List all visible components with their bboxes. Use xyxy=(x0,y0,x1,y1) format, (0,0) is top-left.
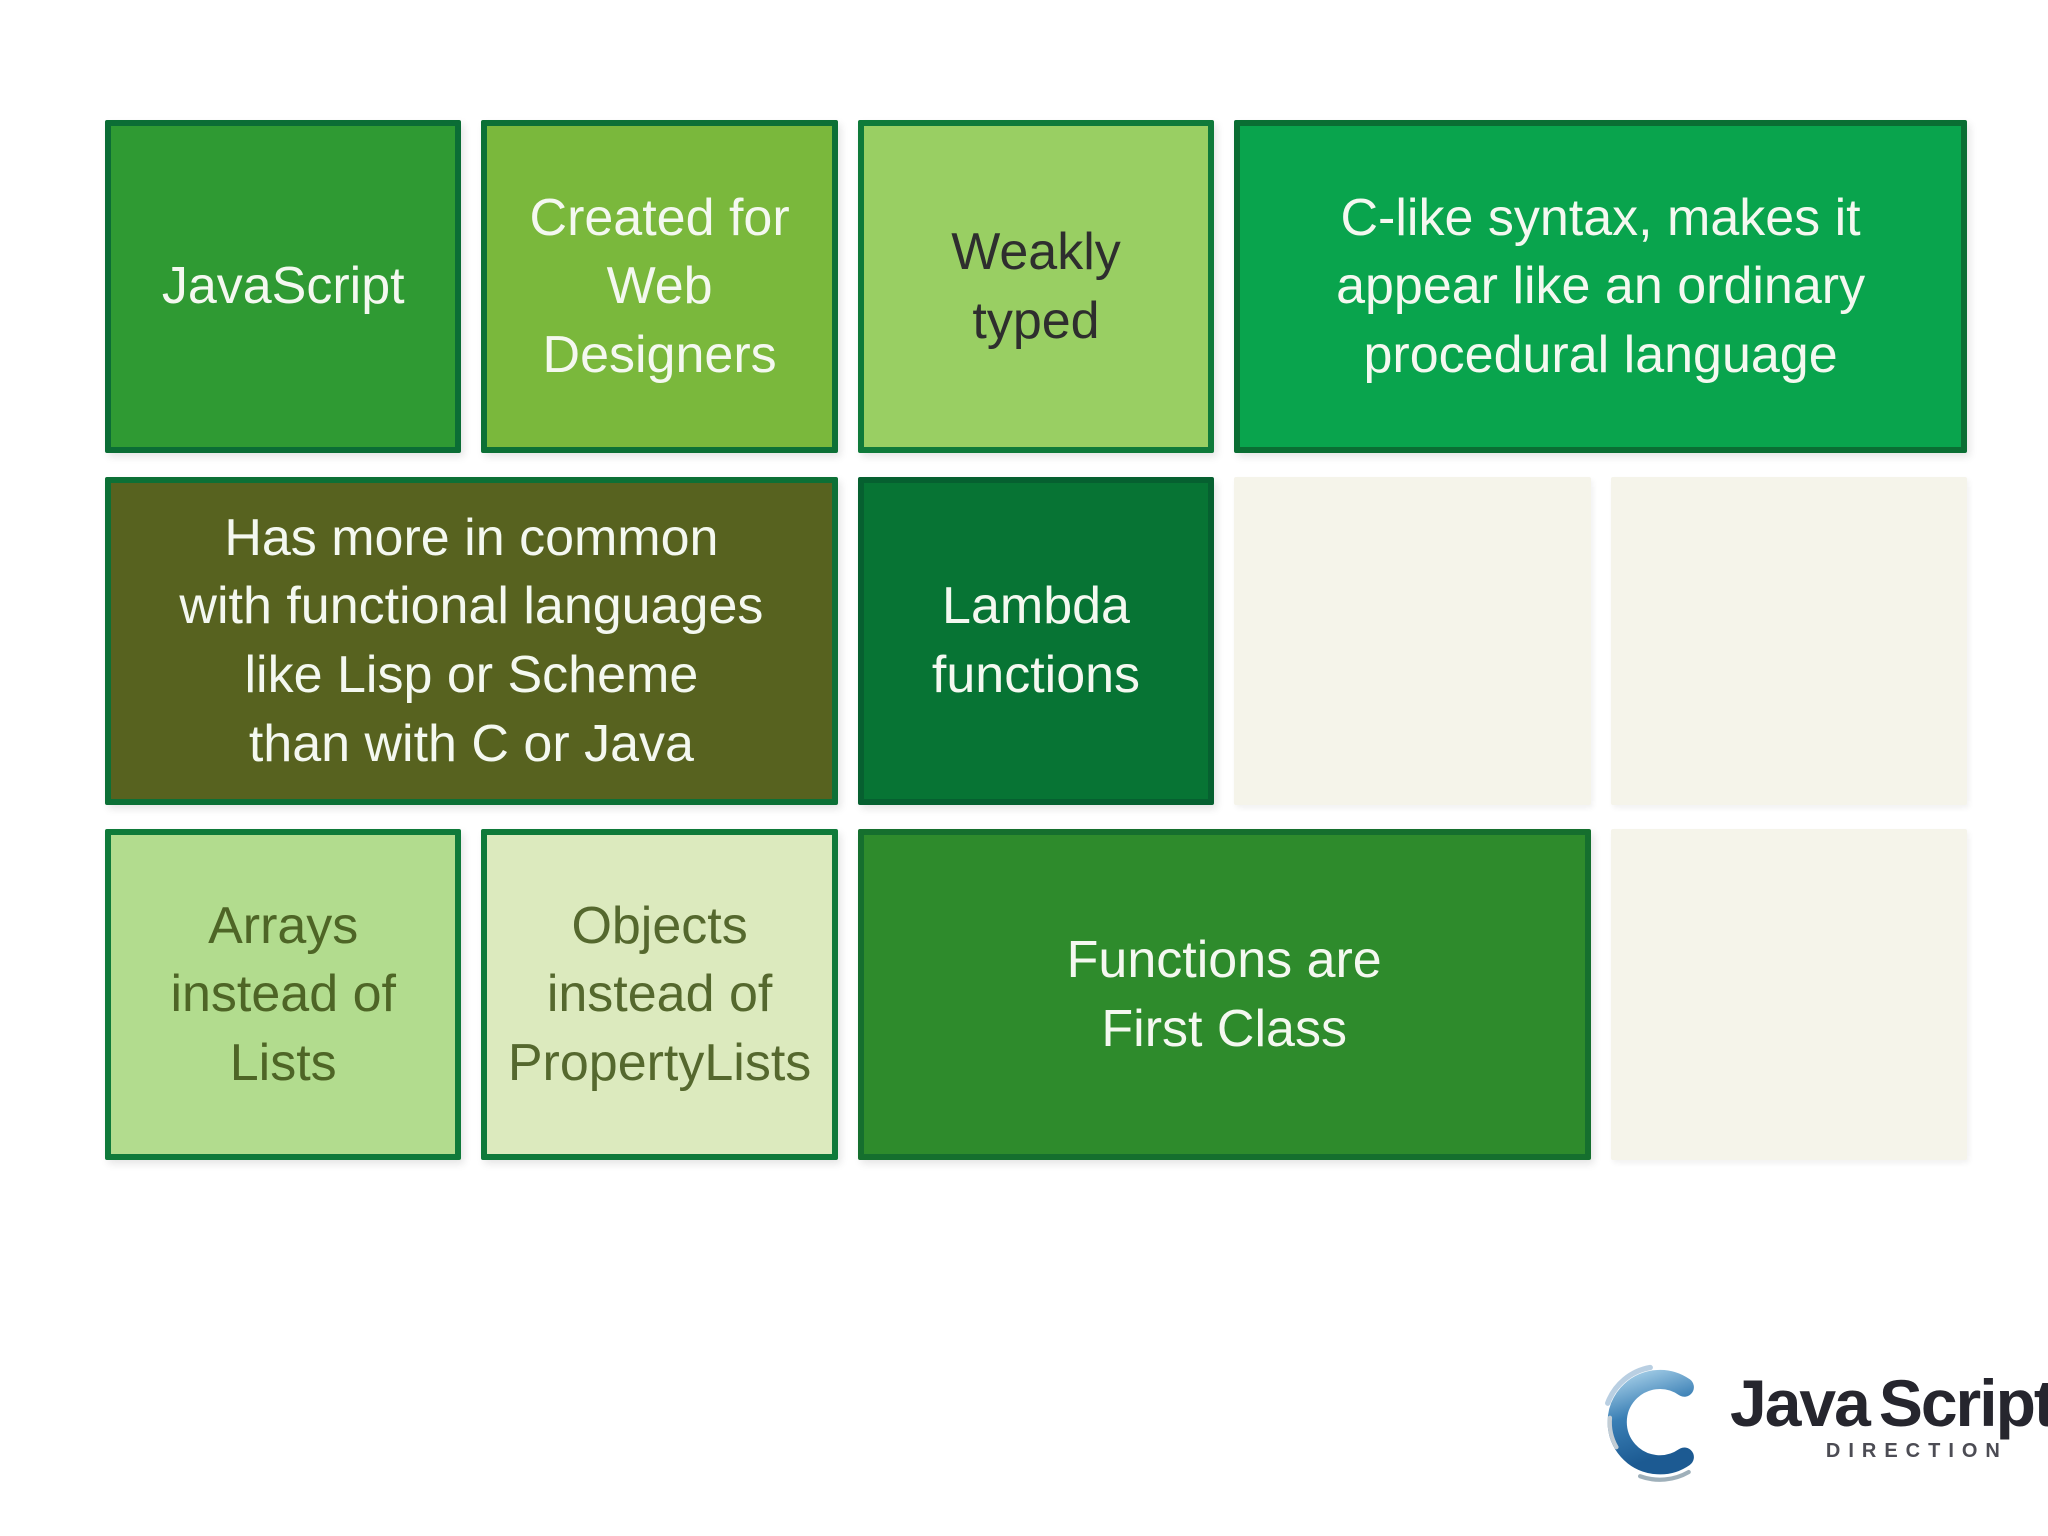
tile-functional-languages: Has more in common with functional langu… xyxy=(105,477,838,805)
tile-empty-2 xyxy=(1610,477,1967,805)
logo-swoosh-icon xyxy=(1605,1364,1694,1482)
logo-word-java: Java xyxy=(1730,1366,1871,1440)
logo-subtitle: DIRECTION xyxy=(1825,1440,2008,1462)
tile-functions-first-class-label: Functions are First Class xyxy=(1066,930,1382,1058)
logo-word-script: Script xyxy=(1878,1366,2048,1440)
tile-created-for-web-designers-label: Created for Web Designers xyxy=(529,188,790,384)
tile-grid: JavaScript Created for Web Designers Wea… xyxy=(105,120,1967,1160)
tile-arrays-instead-of-lists-label: Arrays instead of Lists xyxy=(170,896,396,1092)
tile-weakly-typed: Weakly typed xyxy=(857,120,1215,453)
tile-objects-instead-of-propertylists-label: Objects instead of PropertyLists xyxy=(507,896,812,1092)
tile-lambda-functions-label: Lambda functions xyxy=(931,577,1141,704)
tile-javascript-label: JavaScript xyxy=(161,257,405,316)
tile-empty-1 xyxy=(1234,477,1591,805)
tile-c-like-syntax-label: C-like syntax, makes it appear like an o… xyxy=(1336,188,1866,384)
tile-created-for-web-designers: Created for Web Designers xyxy=(481,120,838,453)
tile-functional-languages-label: Has more in common with functional langu… xyxy=(179,508,764,773)
tile-weakly-typed-label: Weakly typed xyxy=(951,222,1121,350)
tile-arrays-instead-of-lists: Arrays instead of Lists xyxy=(105,829,462,1160)
tile-functions-first-class: Functions are First Class xyxy=(857,829,1591,1160)
tile-empty-3 xyxy=(1610,829,1967,1160)
tile-c-like-syntax: C-like syntax, makes it appear like an o… xyxy=(1234,120,1967,453)
tile-lambda-functions: Lambda functions xyxy=(857,477,1215,805)
tile-objects-instead-of-propertylists: Objects instead of PropertyLists xyxy=(481,829,838,1160)
tile-javascript: JavaScript xyxy=(105,120,462,453)
